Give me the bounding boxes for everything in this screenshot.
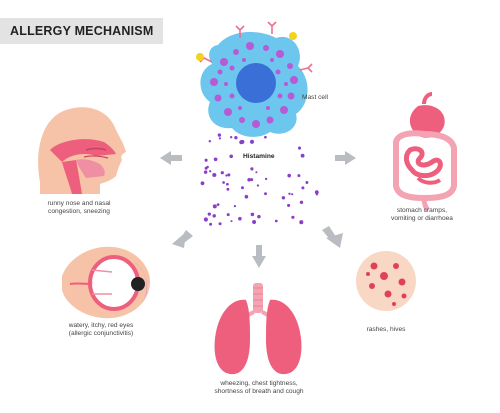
mast-cell [196,21,313,137]
lungs-effect-label: wheezing, chest tightness,shortness of b… [214,380,304,395]
mast-cell-label: Mast cell [302,94,329,101]
eye-illustration [62,246,150,319]
title-banner: ALLERGY MECHANISM [0,18,164,44]
page-title: ALLERGY MECHANISM [10,24,154,38]
arrow-left [160,151,182,165]
arrow-right [335,151,356,165]
skin-rash-illustration [356,251,416,311]
arrow-down-left [172,230,193,248]
stomach-intestines-illustration [393,92,457,212]
stomach-effect-label: stomach cramps,vomiting or diarrhoea [391,207,453,222]
lungs-illustration [214,283,302,375]
head-nose-illustration [38,107,126,194]
arrow-down-right [322,226,343,248]
arrows [160,151,356,268]
mast-cell-nucleus [236,63,276,103]
histamine-label: Histamine [243,153,275,160]
eyes-effect-label: watery, itchy, red eyes(allergic conjunc… [68,322,134,337]
allergen-particles [196,32,297,61]
arrow-down [252,245,266,268]
skin-effect-label: rashes, hives [366,326,406,333]
mast-cell-granules [210,42,298,128]
histamine-dots [200,133,319,226]
